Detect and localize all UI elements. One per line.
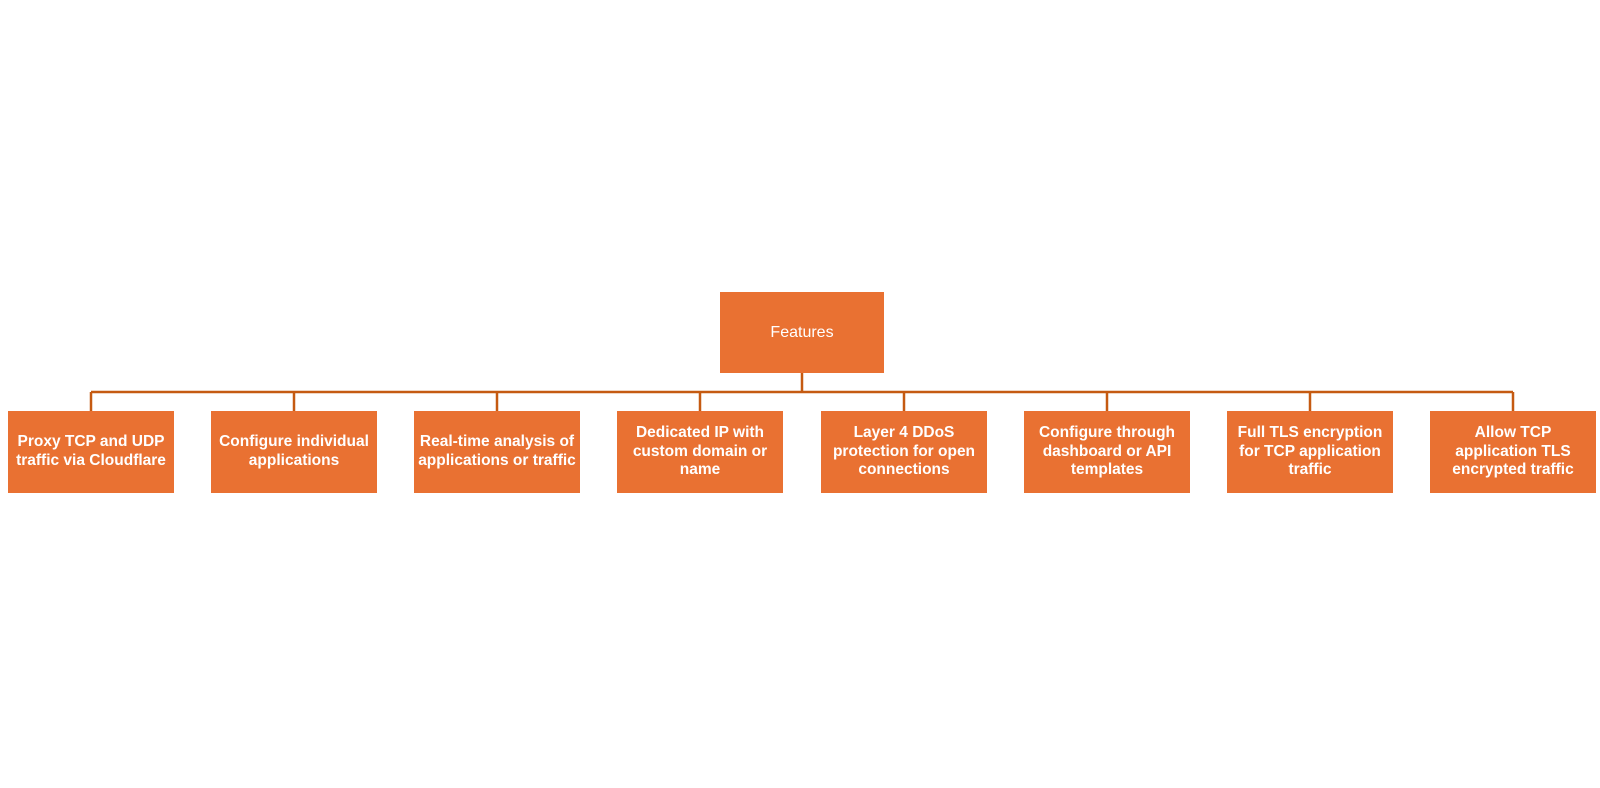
child-node-label: Real-time analysis of applications or tr…: [418, 433, 576, 469]
child-node-label: Dedicated IP with custom domain or name: [632, 424, 768, 479]
child-node-label: Full TLS encryption for TCP application …: [1237, 424, 1383, 479]
child-node-configure-applications: Configure individual applications: [211, 411, 377, 493]
child-node-layer4-ddos: Layer 4 DDoS protection for open connect…: [821, 411, 987, 493]
child-node-label: Configure through dashboard or API templ…: [1038, 424, 1176, 479]
child-node-label: Layer 4 DDoS protection for open connect…: [832, 424, 976, 479]
child-node-label: Configure individual applications: [219, 433, 369, 469]
child-node-full-tls-encryption: Full TLS encryption for TCP application …: [1227, 411, 1393, 493]
child-node-configure-dashboard-api: Configure through dashboard or API templ…: [1024, 411, 1190, 493]
root-node-label: Features: [770, 323, 834, 341]
child-node-proxy-tcp-udp: Proxy TCP and UDP traffic via Cloudflare: [8, 411, 174, 493]
child-node-real-time-analysis: Real-time analysis of applications or tr…: [414, 411, 580, 493]
child-node-label: Proxy TCP and UDP traffic via Cloudflare: [16, 433, 166, 469]
child-node-allow-tcp-tls: Allow TCP application TLS encrypted traf…: [1430, 411, 1596, 493]
child-node-dedicated-ip: Dedicated IP with custom domain or name: [617, 411, 783, 493]
root-node-features: Features: [720, 292, 884, 373]
child-node-label: Allow TCP application TLS encrypted traf…: [1452, 424, 1574, 479]
